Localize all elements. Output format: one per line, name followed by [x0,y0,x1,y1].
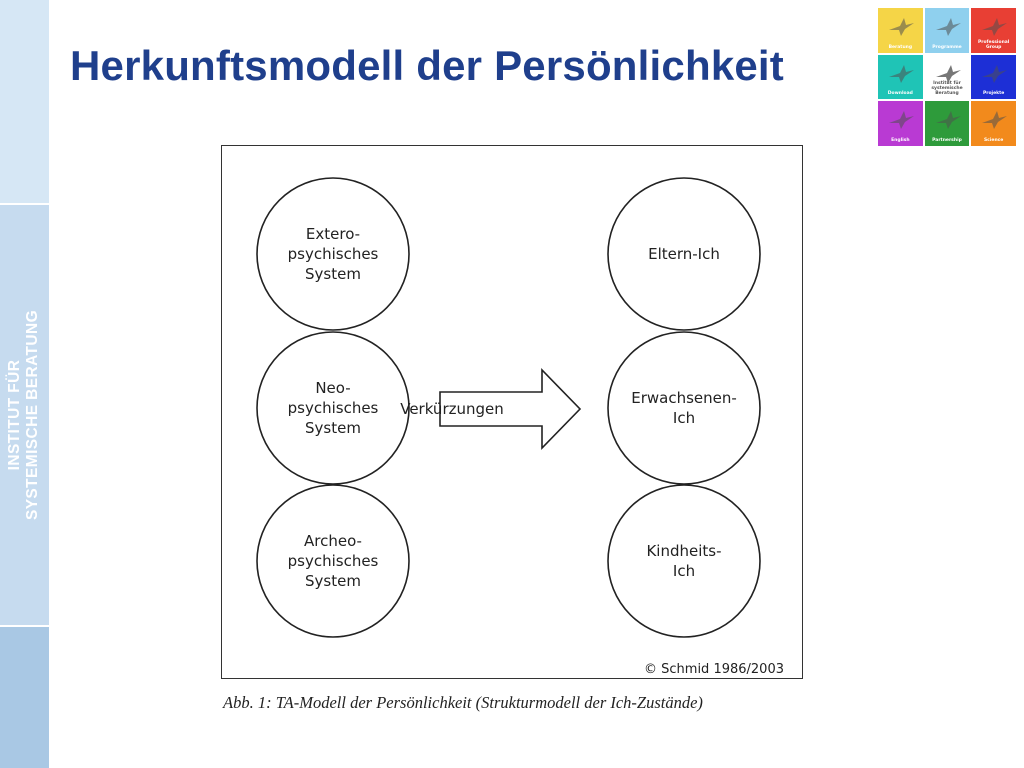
circle-label-line: Erwachsenen- [631,389,737,407]
right-circle-label: Erwachsenen- Ich [614,388,754,428]
circle-label-line: Extero- [305,225,361,243]
circle-label-line: System [305,419,361,437]
copyright-note: © Schmid 1986/2003 [644,662,784,677]
logo-tile-label: English [891,138,910,143]
logo-tile: Programme [924,8,970,53]
right-circle-label: Eltern-Ich [614,244,754,264]
bird-icon [982,64,1008,83]
right-arrow [439,368,582,450]
sidebar-top-panel [0,0,49,205]
circle-label-line: System [305,265,361,283]
bird-icon [889,18,914,36]
arrow-label: Verkürzungen [400,400,504,418]
bird-icon [889,111,914,130]
circle-label-line: Archeo- [304,532,362,550]
right-circle [607,177,761,331]
logo-tile-label: Programme [932,44,962,50]
left-circle [256,177,410,331]
circle-label-line: Ich [672,562,696,580]
sidebar-institute-name: INSTITUT FÜR SYSTEMISCHE BERATUNG [6,265,42,565]
logo-tile: Beratung [878,8,923,53]
logo-tile-label: Partnership [932,138,962,143]
circle-label-line: Kindheits- [646,542,722,560]
bird-icon [935,18,961,36]
slide-title: Herkunftsmodell der Persönlichkeit [70,42,784,89]
left-circle [256,484,410,638]
bird-icon [982,111,1008,130]
sidebar-middle-panel [0,205,49,627]
ta-model-figure: Verkürzungen © Schmid 1986/2003 Extero-p… [221,145,803,679]
logo-tile: English [878,101,923,146]
logo-tile: Science [971,101,1016,146]
circle-label-line: psychisches [287,399,379,417]
right-circle-label: Kindheits- Ich [614,541,754,581]
sidebar-line-1: INSTITUT FÜR [6,359,23,471]
sidebar: INSTITUT FÜR SYSTEMISCHE BERATUNG [0,0,49,768]
diagram-svg [256,177,761,638]
circle-label-line: Eltern-Ich [648,245,720,263]
logo-tile: Partnership [924,101,970,146]
logo-tile-label: Science [983,138,1004,143]
figure-caption: Abb. 1: TA-Modell der Persönlichkeit (St… [223,693,703,712]
right-circle [607,331,761,485]
circle-label-line: psychisches [287,245,379,263]
bird-icon [935,64,961,83]
bird-icon [889,64,914,83]
bird-icon [935,111,961,130]
logo-tile-label: Download [887,91,913,97]
circle-label-line: Ich [672,409,696,427]
right-circle [607,484,761,638]
circle-label-line: System [305,572,361,590]
logo-tile-label: Professional Group [977,39,1010,50]
logo-tile: Professional Group [971,8,1016,53]
logo-tile: Projekte [971,54,1016,100]
circle-label-line: psychisches [287,552,379,570]
bird-icon [982,18,1008,36]
logo-tile: Download [878,54,923,100]
logo-tile-label: Projekte [982,91,1005,97]
sidebar-bottom-panel [0,627,49,768]
logo-tile-label: Beratung [888,44,913,50]
logo-tile: Institut für systemische Beratung [924,54,970,100]
circle-label-line: Neo- [315,379,351,397]
left-circle [256,331,410,485]
sidebar-line-2: SYSTEMISCHE BERATUNG [24,309,41,521]
logo-tile-label: Institut für systemische Beratung [931,81,963,97]
